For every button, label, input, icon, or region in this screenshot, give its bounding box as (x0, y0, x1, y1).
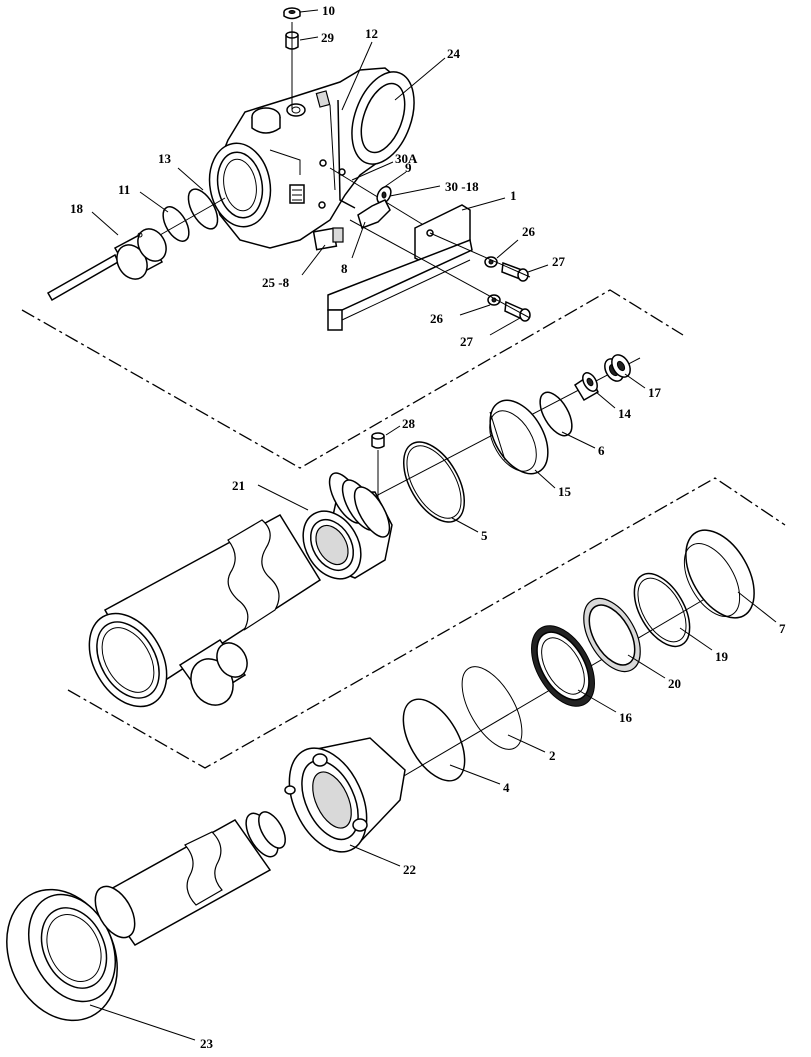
callout-20: 20 (668, 676, 681, 691)
callout-6: 6 (598, 443, 605, 458)
leader-lines (89, 9, 777, 1041)
callout-30-18: 30 -18 (445, 179, 479, 194)
callout-18: 18 (70, 201, 84, 216)
ring-2 (461, 666, 523, 750)
callout-9: 9 (405, 160, 412, 175)
rod-eye-23 (6, 885, 136, 1022)
ring-19 (633, 572, 691, 648)
clip-8 (357, 199, 391, 229)
wiper-16 (531, 625, 595, 707)
callout-15: 15 (558, 484, 572, 499)
callout-4: 4 (503, 780, 510, 795)
callout-27b: 27 (460, 334, 474, 349)
callout-labels: 10 29 12 24 30A 9 30 -18 1 8 25 -8 26 27… (70, 3, 786, 1051)
callout-26a: 26 (522, 224, 536, 239)
callout-25-8: 25 -8 (262, 275, 290, 290)
callout-21: 21 (232, 478, 245, 493)
callout-5: 5 (481, 528, 488, 543)
band-7 (683, 529, 755, 619)
boundary-lines (21, 289, 786, 769)
callout-22: 22 (403, 862, 416, 877)
callout-10: 10 (322, 3, 335, 18)
bushing-14 (573, 372, 599, 402)
cap-10 (283, 7, 301, 20)
callout-17: 17 (648, 385, 662, 400)
screw-27a (501, 261, 529, 282)
callout-28: 28 (402, 416, 416, 431)
callout-1: 1 (510, 188, 517, 203)
cylinder-tube (88, 514, 322, 708)
o-ring-11 (162, 206, 190, 242)
connector-25 (312, 227, 344, 251)
callout-11: 11 (118, 182, 130, 197)
callout-24: 24 (447, 46, 461, 61)
callout-19: 19 (715, 649, 729, 664)
callout-16: 16 (619, 710, 633, 725)
seal-20 (583, 597, 641, 673)
valve-body-24 (208, 67, 415, 249)
callout-12: 12 (365, 26, 378, 41)
callout-7: 7 (779, 621, 786, 636)
piston-21 (302, 472, 393, 580)
seal-5 (402, 441, 466, 523)
spool-18 (46, 228, 167, 302)
nut-17 (604, 354, 631, 382)
callout-29: 29 (321, 30, 335, 45)
bracket-1 (327, 204, 473, 331)
setscrew-28 (371, 432, 385, 498)
piston-rod (98, 811, 286, 946)
gland-22 (284, 737, 406, 853)
callout-2: 2 (549, 748, 556, 763)
callout-13: 13 (158, 151, 172, 166)
callout-27a: 27 (552, 254, 566, 269)
band-15 (489, 399, 549, 475)
callout-26b: 26 (430, 311, 444, 326)
o-ring-13 (187, 188, 219, 230)
callout-23: 23 (200, 1036, 214, 1051)
callout-14: 14 (618, 406, 632, 421)
callout-30a: 30A (395, 151, 418, 166)
callout-8: 8 (341, 261, 348, 276)
o-ring-4 (402, 698, 466, 782)
